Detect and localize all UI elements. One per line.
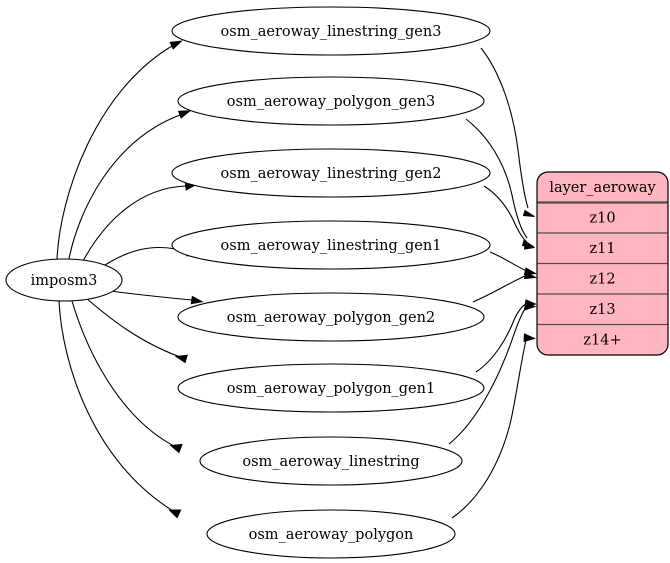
edge-imposm3-to-linestring bbox=[71, 300, 181, 450]
edge-polygon-gen2-to-z12 bbox=[472, 274, 528, 303]
node-imposm3[interactable]: imposm3 bbox=[5, 258, 123, 302]
node-osm-aeroway-linestring-gen3-shape[interactable] bbox=[171, 6, 491, 56]
node-osm-aeroway-polygon-gen3-label: osm_aeroway_polygon_gen3 bbox=[227, 94, 435, 110]
node-osm-aeroway-polygon-gen1-shape[interactable] bbox=[177, 363, 485, 413]
table-row-z14plus[interactable]: z14+ bbox=[583, 333, 621, 349]
node-osm-aeroway-polygon-gen3-shape[interactable] bbox=[177, 76, 485, 126]
node-osm-aeroway-linestring-gen1[interactable]: osm_aeroway_linestring_gen1 bbox=[171, 220, 491, 270]
table-row-z13[interactable]: z13 bbox=[589, 302, 615, 318]
table-row-z12[interactable]: z12 bbox=[589, 272, 615, 288]
node-osm-aeroway-polygon[interactable]: osm_aeroway_polygon bbox=[206, 509, 456, 559]
node-osm-aeroway-linestring-gen2-shape[interactable] bbox=[171, 148, 491, 198]
arrowhead-polygon bbox=[168, 509, 182, 519]
node-osm-aeroway-polygon-gen2-label: osm_aeroway_polygon_gen2 bbox=[227, 310, 435, 326]
arrowhead-linestring bbox=[169, 443, 183, 454]
edge-polygon-gen3-to-z11 bbox=[465, 118, 528, 239]
node-osm-aeroway-polygon-shape[interactable] bbox=[206, 509, 456, 559]
arrowhead-z13-b bbox=[523, 302, 537, 311]
table-row-z11[interactable]: z11 bbox=[589, 241, 615, 257]
arrowhead-z12-b bbox=[523, 271, 538, 280]
node-osm-aeroway-linestring-gen1-label: osm_aeroway_linestring_gen1 bbox=[221, 238, 442, 254]
edge-linestring-gen3-to-z10 bbox=[480, 47, 529, 209]
node-osm-aeroway-linestring-shape[interactable] bbox=[199, 436, 463, 486]
edge-imposm3-to-polygon bbox=[58, 300, 179, 515]
edge-imposm3-to-polygon-gen3 bbox=[68, 114, 181, 260]
node-osm-aeroway-polygon-label: osm_aeroway_polygon bbox=[249, 527, 414, 543]
node-osm-aeroway-linestring-gen1-shape[interactable] bbox=[171, 220, 491, 270]
table-row-z10[interactable]: z10 bbox=[589, 211, 615, 227]
arrowhead-linestring-gen3 bbox=[169, 40, 183, 50]
node-osm-aeroway-polygon-gen3[interactable]: osm_aeroway_polygon_gen3 bbox=[177, 76, 485, 126]
node-osm-aeroway-linestring[interactable]: osm_aeroway_linestring bbox=[199, 436, 463, 486]
arrowhead-z14 bbox=[523, 333, 536, 343]
edge-imposm3-to-polygon-gen2 bbox=[109, 290, 193, 301]
node-osm-aeroway-polygon-gen2-shape[interactable] bbox=[177, 292, 485, 342]
edge-polygon-gen1-to-z13 bbox=[475, 302, 528, 373]
node-osm-aeroway-linestring-gen3[interactable]: osm_aeroway_linestring_gen3 bbox=[171, 6, 491, 56]
node-layer-aeroway[interactable]: layer_aeroway z10 z11 z12 z13 z14+ bbox=[536, 171, 669, 356]
node-osm-aeroway-polygon-gen1[interactable]: osm_aeroway_polygon_gen1 bbox=[177, 363, 485, 413]
edge-linestring-to-z13 bbox=[448, 305, 528, 445]
arrowhead-z10 bbox=[522, 209, 535, 217]
node-imposm3-label: imposm3 bbox=[31, 273, 98, 289]
arrowhead-z11-b bbox=[523, 243, 535, 250]
edge-linestring-gen2-to-z11 bbox=[483, 185, 528, 243]
arrowhead-polygon-gen2 bbox=[190, 295, 204, 305]
edge-imposm3-to-polygon-gen1 bbox=[85, 297, 187, 360]
node-osm-aeroway-linestring-gen3-label: osm_aeroway_linestring_gen3 bbox=[221, 24, 442, 40]
node-osm-aeroway-polygon-gen2[interactable]: osm_aeroway_polygon_gen2 bbox=[177, 292, 485, 342]
edges-sources-to-layer bbox=[448, 47, 538, 519]
edge-imposm3-to-linestring-gen3 bbox=[56, 45, 173, 260]
arrowhead-polygon-gen3 bbox=[177, 110, 192, 119]
node-osm-aeroway-linestring-gen2-label: osm_aeroway_linestring_gen2 bbox=[221, 166, 442, 182]
arrowhead-polygon-gen1 bbox=[174, 354, 188, 364]
edge-linestring-gen1-to-z12 bbox=[489, 251, 528, 272]
node-osm-aeroway-linestring-label: osm_aeroway_linestring bbox=[242, 454, 419, 470]
node-osm-aeroway-polygon-gen1-label: osm_aeroway_polygon_gen1 bbox=[227, 381, 435, 397]
edge-polygon-to-z14 bbox=[451, 335, 528, 519]
table-header-label: layer_aeroway bbox=[549, 180, 656, 196]
edge-imposm3-to-linestring-gen2 bbox=[82, 185, 187, 262]
node-osm-aeroway-linestring-gen2[interactable]: osm_aeroway_linestring_gen2 bbox=[171, 148, 491, 198]
node-imposm3-shape[interactable] bbox=[5, 258, 123, 302]
